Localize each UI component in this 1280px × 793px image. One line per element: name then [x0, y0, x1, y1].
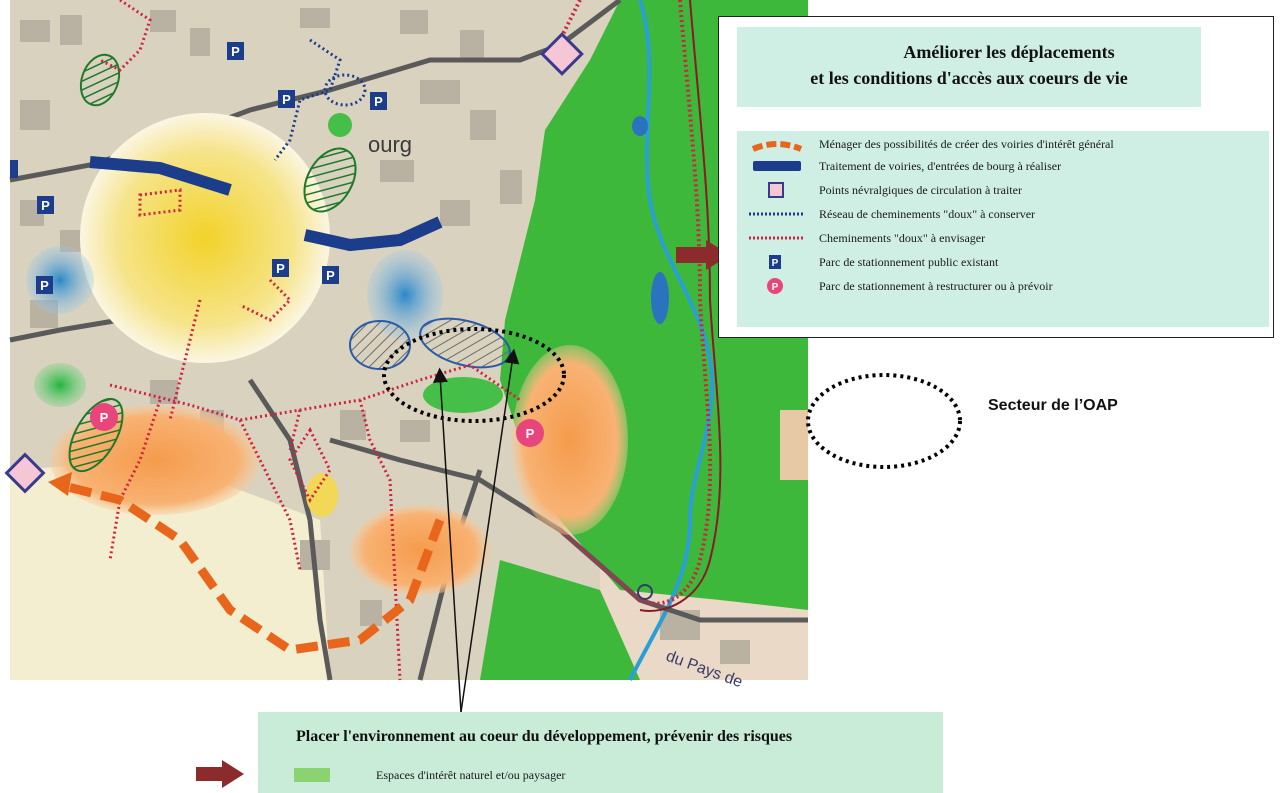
legend-item-label: Cheminements "doux" à envisager: [819, 231, 986, 245]
parking-markers: P P P P P P P P P: [10, 42, 544, 447]
blue-parking-icon: P: [769, 255, 781, 269]
legend-item-label: Parc de stationnement à restructurer ou …: [819, 279, 1053, 293]
legend-item: Ménager des possibilités de créer des vo…: [737, 133, 1269, 155]
blue-band-icon: [753, 161, 801, 171]
river: [628, 0, 715, 681]
parking-label: P: [374, 94, 383, 109]
forest-area: [480, 560, 640, 680]
sector-legend-symbol: [806, 373, 962, 469]
legend-list: Ménager des possibilités de créer des vo…: [737, 131, 1269, 327]
urban-center-zone: [80, 113, 330, 363]
traffic-hotspot-marker: [4, 452, 46, 494]
blue-dotted-line-icon: [749, 212, 805, 216]
svg-text:P: P: [772, 258, 779, 269]
pink-square-icon: [768, 182, 784, 198]
map-base: P P P P P P P P P ourg du Pays de: [4, 0, 808, 691]
soft-paths-planned: [99, 0, 521, 681]
legend-item: Points névralgiques de circulation à tra…: [737, 179, 1269, 201]
green-area-icon: [294, 768, 330, 782]
parking-label: P: [276, 261, 285, 276]
pond: [651, 272, 669, 324]
parking-label: P: [282, 92, 291, 107]
pond: [632, 116, 648, 136]
natural-space: [423, 377, 503, 413]
legend-item: Traitement de voiries, d'entrées de bour…: [737, 155, 1269, 177]
legend-item-label: Réseau de cheminements "doux" à conserve…: [819, 207, 1036, 221]
legend-title-line2: et les conditions d'accès aux coeurs de …: [810, 68, 1128, 88]
road-treatment-band: [89, 156, 232, 196]
legend-item-label: Espaces d'intérêt naturel et/ou paysager: [376, 768, 566, 782]
development-zone: [512, 345, 628, 535]
parking-label: P: [100, 410, 109, 425]
traffic-hotspot-marker: [540, 32, 584, 76]
sector-label: Secteur de l’OAP: [988, 397, 1118, 414]
environment-legend: Placer l'environnement au coeur du dével…: [258, 712, 943, 793]
pointer-arrow: [460, 348, 520, 713]
road-treatment-band: [303, 216, 443, 252]
legend-item: P Parc de stationnement public existant: [737, 251, 1269, 273]
pink-parking-icon: P: [767, 278, 783, 294]
water-risk-zone: [367, 250, 443, 340]
parking-label: P: [231, 44, 240, 59]
legend-item: Espaces d'intérêt naturel et/ou paysager: [258, 764, 943, 788]
legend-item-label: Traitement de voiries, d'entrées de bour…: [819, 159, 1062, 173]
legend-title: Améliorer les déplacements et les condit…: [737, 27, 1201, 107]
water-risk-zone: [26, 246, 94, 314]
svg-text:P: P: [772, 282, 779, 293]
environment-legend-title: Placer l'environnement au coeur du dével…: [296, 728, 793, 745]
parking-label: P: [526, 426, 535, 441]
legend-item: Réseau de cheminements "doux" à conserve…: [737, 203, 1269, 225]
sector-oap-outline: [382, 327, 566, 423]
orange-dashed-route: [58, 480, 445, 655]
red-dotted-line-icon: [749, 236, 805, 240]
town-label: ourg: [368, 132, 412, 157]
legend-item: P Parc de stationnement à restructurer o…: [737, 275, 1269, 297]
legend-title-line1: Améliorer les déplacements: [903, 42, 1115, 62]
parking-label: P: [326, 268, 335, 283]
orange-dashed-arrow-icon: [751, 141, 803, 152]
legend-item: Cheminements "doux" à envisager: [737, 227, 1269, 249]
arrow-icon: [196, 760, 244, 788]
legend-item-label: Points névralgiques de circulation à tra…: [819, 183, 1022, 197]
parking-label: P: [40, 278, 49, 293]
legend-panel: Améliorer les déplacements et les condit…: [718, 16, 1274, 338]
legend-item-label: Parc de stationnement public existant: [819, 255, 999, 269]
parking-label: P: [41, 198, 50, 213]
pointer-arrow: [432, 367, 462, 713]
soft-path-planned: [639, 0, 713, 606]
legend-item-label: Ménager des possibilités de créer des vo…: [819, 137, 1114, 151]
development-zone: [350, 505, 490, 595]
